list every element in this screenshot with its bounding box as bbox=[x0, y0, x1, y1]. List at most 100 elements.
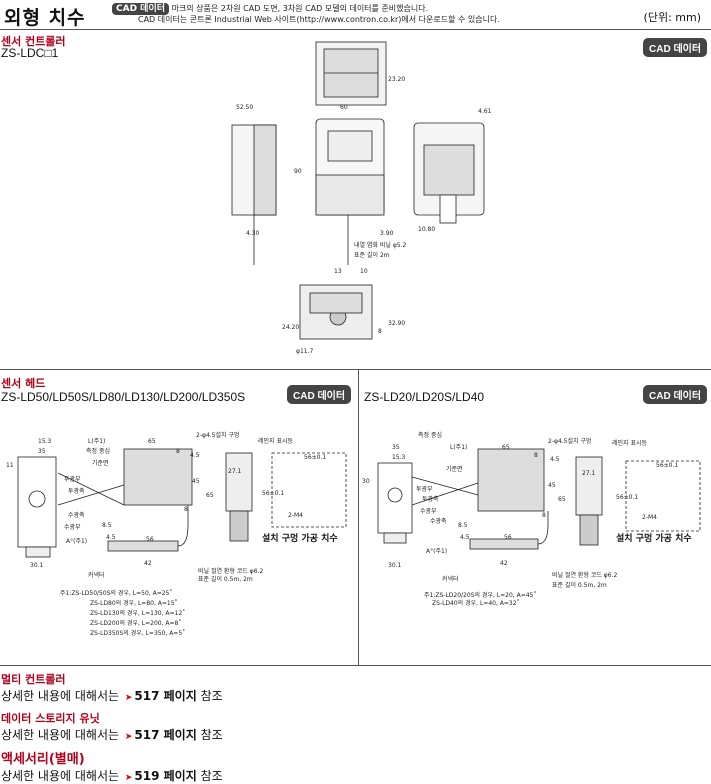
head-left-cad-badge[interactable]: CAD 데이터 bbox=[287, 384, 352, 404]
svg-text:투광부: 투광부 bbox=[416, 486, 433, 493]
svg-text:ZS-LD80의 경우, L=80, A=15˚: ZS-LD80의 경우, L=80, A=15˚ bbox=[90, 599, 178, 607]
svg-text:ZS-LD350S의 경우, L=350, A=5˚: ZS-LD350S의 경우, L=350, A=5˚ bbox=[90, 629, 185, 637]
svg-text:2-φ4.5설치 구멍: 2-φ4.5설치 구멍 bbox=[548, 437, 591, 445]
svg-text:투광부: 투광부 bbox=[64, 476, 81, 483]
svg-text:측정 중심: 측정 중심 bbox=[86, 447, 110, 455]
ref-block-storage: 데이터 스토리지 유닛 상세한 내용에 대해서는 ➤517 페이지 참조 bbox=[1, 712, 223, 742]
svg-text:65: 65 bbox=[558, 496, 566, 503]
svg-text:2-M4: 2-M4 bbox=[288, 512, 303, 519]
svg-text:56±0.1: 56±0.1 bbox=[262, 490, 284, 497]
cable-note: 내열 염화 비닐 φ5.2 bbox=[354, 241, 407, 249]
svg-text:수광부: 수광부 bbox=[420, 508, 437, 515]
svg-text:커넥터: 커넥터 bbox=[88, 571, 105, 579]
divider bbox=[0, 665, 711, 666]
head-section-title: 센서 헤드 bbox=[1, 377, 46, 390]
svg-text:4.5: 4.5 bbox=[460, 534, 470, 541]
svg-text:8: 8 bbox=[542, 512, 546, 519]
dim-text: 3.90 bbox=[380, 230, 394, 237]
svg-text:투광축: 투광축 bbox=[422, 495, 439, 503]
dim-text: 10.80 bbox=[418, 226, 435, 233]
svg-text:65: 65 bbox=[502, 444, 510, 451]
page-title: 외형 치수 bbox=[4, 7, 86, 29]
svg-text:측정 중심: 측정 중심 bbox=[418, 431, 442, 439]
svg-text:45: 45 bbox=[192, 478, 200, 485]
dim-text: 60 bbox=[340, 104, 348, 111]
dim-text: 8 bbox=[378, 328, 382, 335]
svg-text:수광축: 수광축 bbox=[68, 511, 85, 519]
svg-text:8.5: 8.5 bbox=[458, 522, 468, 529]
head-right-model: ZS-LD20/LD20S/LD40 bbox=[364, 390, 485, 404]
svg-text:8: 8 bbox=[184, 506, 188, 513]
svg-text:56±0.1: 56±0.1 bbox=[656, 462, 678, 469]
svg-text:주1:ZS-LD20/20S의 경우, L=20, A=45: 주1:ZS-LD20/20S의 경우, L=20, A=45˚ bbox=[424, 591, 536, 599]
svg-text:수광부: 수광부 bbox=[64, 524, 81, 531]
svg-text:설치 구멍 가공 치수: 설치 구멍 가공 치수 bbox=[262, 532, 338, 544]
svg-text:커넥터: 커넥터 bbox=[442, 575, 459, 583]
svg-text:65: 65 bbox=[206, 492, 214, 499]
svg-text:30: 30 bbox=[362, 478, 370, 485]
ref-page-link[interactable]: 517 페이지 bbox=[134, 728, 197, 742]
ref-block-accessory: 액세서리(별매) 상세한 내용에 대해서는 ➤519 페이지 참조 bbox=[1, 752, 223, 783]
ref-page-link[interactable]: 517 페이지 bbox=[134, 689, 197, 703]
svg-text:레인지 표시등: 레인지 표시등 bbox=[612, 439, 648, 447]
svg-text:설치 구멍 가공 치수: 설치 구멍 가공 치수 bbox=[616, 532, 692, 544]
cable-note: 표준 길이 2m bbox=[354, 251, 390, 259]
head-right-drawing: 35 15.3 30 65 8 4.5 45 65 8 4.5 56 8.5 4… bbox=[362, 431, 701, 607]
dim-text: 52.50 bbox=[236, 104, 253, 111]
dim-text: 13 bbox=[334, 268, 342, 275]
svg-text:42: 42 bbox=[144, 560, 152, 567]
svg-text:56±0.1: 56±0.1 bbox=[616, 494, 638, 501]
dim-text: 10 bbox=[360, 268, 368, 275]
svg-text:45: 45 bbox=[548, 482, 556, 489]
svg-text:4.5: 4.5 bbox=[550, 456, 560, 463]
units-label: (단위: mm) bbox=[643, 11, 701, 24]
svg-text:2-φ4.5설치 구멍: 2-φ4.5설치 구멍 bbox=[196, 431, 239, 439]
svg-text:기준면: 기준면 bbox=[446, 465, 463, 473]
svg-text:27.1: 27.1 bbox=[228, 468, 242, 475]
svg-text:레인지 표시등: 레인지 표시등 bbox=[258, 437, 294, 445]
divider bbox=[0, 369, 711, 370]
svg-text:56: 56 bbox=[504, 534, 512, 541]
svg-text:기준면: 기준면 bbox=[92, 459, 109, 467]
svg-text:56: 56 bbox=[146, 536, 154, 543]
svg-text:35: 35 bbox=[38, 448, 46, 455]
svg-text:4.5: 4.5 bbox=[106, 534, 116, 541]
svg-text:35: 35 bbox=[392, 444, 400, 451]
dim-text: 32.90 bbox=[388, 320, 405, 327]
svg-text:8: 8 bbox=[534, 452, 538, 459]
dim-text: 23.20 bbox=[388, 76, 405, 83]
divider bbox=[358, 369, 359, 666]
dim-text: 24.20 bbox=[282, 324, 299, 331]
dim-text: φ11.7 bbox=[296, 348, 314, 355]
header-note: CAD 데이터 마크의 상품은 2차원 CAD 도면, 3차원 CAD 모델의 … bbox=[112, 3, 500, 25]
svg-text:4.5: 4.5 bbox=[190, 452, 200, 459]
svg-text:표준 길이 0.5m, 2m: 표준 길이 0.5m, 2m bbox=[198, 575, 253, 583]
svg-text:8.5: 8.5 bbox=[102, 522, 112, 529]
head-left-drawing: 15.3 35 11 65 8 4.5 45 65 8 4.5 56 8.5 4… bbox=[6, 431, 347, 637]
svg-text:수광축: 수광축 bbox=[430, 517, 447, 525]
svg-text:주1:ZS-LD50/50S의 경우, L=50, A=25: 주1:ZS-LD50/50S의 경우, L=50, A=25˚ bbox=[60, 589, 172, 597]
svg-text:2-M4: 2-M4 bbox=[642, 514, 657, 521]
dim-text: 90 bbox=[294, 168, 302, 175]
svg-text:투광축: 투광축 bbox=[68, 487, 85, 495]
svg-text:L(주1): L(주1) bbox=[88, 438, 105, 445]
svg-text:56±0.1: 56±0.1 bbox=[304, 454, 326, 461]
svg-text:A°(주1): A°(주1) bbox=[426, 548, 447, 555]
svg-text:A°(주1): A°(주1) bbox=[66, 538, 87, 545]
ref-page-link[interactable]: 519 페이지 bbox=[134, 769, 197, 783]
svg-text:ZS-LD40의 경우, L=40, A=32˚: ZS-LD40의 경우, L=40, A=32˚ bbox=[432, 599, 520, 607]
svg-text:L(주1): L(주1) bbox=[450, 444, 467, 451]
controller-cad-badge[interactable]: CAD 데이터 bbox=[643, 37, 708, 57]
svg-text:비닐 절연 환형 코드 φ6.2: 비닐 절연 환형 코드 φ6.2 bbox=[552, 571, 617, 579]
svg-text:15.3: 15.3 bbox=[38, 438, 52, 445]
svg-text:ZS-LD200의 경우, L=200, A=8˚: ZS-LD200의 경우, L=200, A=8˚ bbox=[90, 619, 181, 627]
svg-text:27.1: 27.1 bbox=[582, 470, 596, 477]
svg-text:비닐 절연 환형 코드 φ6.2: 비닐 절연 환형 코드 φ6.2 bbox=[198, 567, 263, 575]
dim-text: 4.61 bbox=[478, 108, 492, 115]
svg-text:11: 11 bbox=[6, 462, 14, 469]
svg-text:65: 65 bbox=[148, 438, 156, 445]
svg-text:ZS-LD130의 경우, L=130, A=12˚: ZS-LD130의 경우, L=130, A=12˚ bbox=[90, 609, 185, 617]
svg-text:표준 길이 0.5m, 2m: 표준 길이 0.5m, 2m bbox=[552, 581, 607, 589]
ref-block-multi: 멀티 컨트롤러 상세한 내용에 대해서는 ➤517 페이지 참조 bbox=[1, 673, 223, 703]
head-right-cad-badge[interactable]: CAD 데이터 bbox=[643, 384, 708, 404]
